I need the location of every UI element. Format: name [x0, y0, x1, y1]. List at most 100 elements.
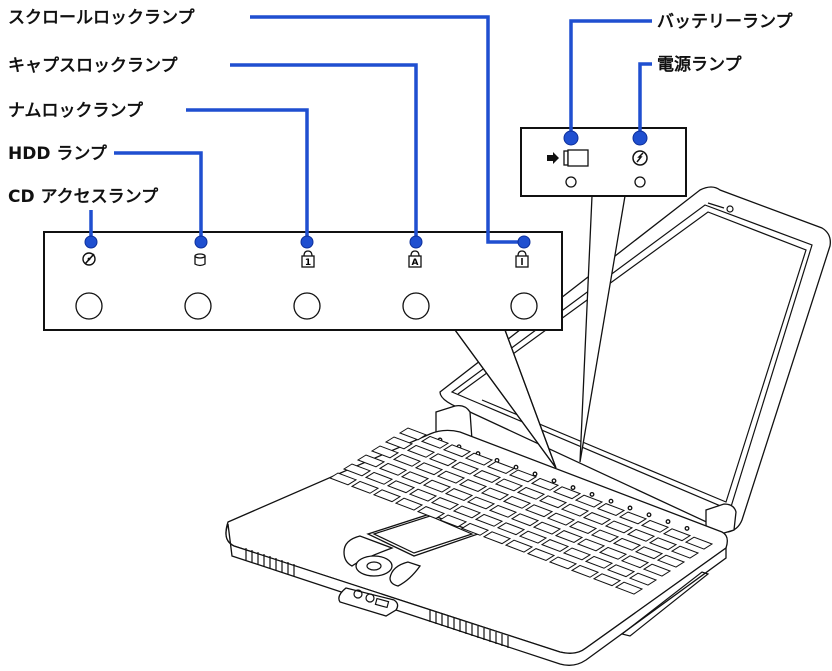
power-lamp [634, 176, 646, 188]
keyboard-key [370, 445, 400, 459]
keyboard-key [466, 496, 496, 510]
keyboard-key [480, 487, 510, 501]
keyboard-key [398, 427, 428, 441]
num-lock-lamp-marker [300, 235, 314, 249]
keyboard-key [494, 478, 524, 492]
hdd-label: HDD ランプ [8, 143, 108, 164]
caps-lock-leader [230, 63, 418, 242]
hdd-lamp [184, 292, 212, 320]
keyboard-key [626, 528, 656, 542]
keyboard-key [642, 563, 672, 577]
caps-lock-lamp-marker [409, 235, 423, 249]
keyboard-key [620, 555, 650, 569]
keyboard-key [442, 444, 472, 458]
keyboard-key [568, 521, 598, 534]
keyboard-key [576, 538, 606, 552]
battery-label: バッテリーランプ [657, 11, 793, 32]
battery-icon [547, 149, 589, 167]
battery-lamp-marker [563, 130, 579, 146]
keyboard-key [472, 470, 502, 483]
hdd-icon [194, 253, 206, 267]
keyboard-key [496, 522, 526, 536]
keyboard-key [486, 461, 516, 474]
keyboard-key [400, 471, 430, 485]
keyboard-key [516, 486, 546, 500]
keyboard-key [662, 528, 692, 542]
cd-icon [82, 252, 96, 266]
keyboard-key [540, 539, 570, 552]
keyboard-key [460, 522, 490, 536]
hdd-lamp-marker [194, 235, 208, 249]
cd-access-label: CD アクセスランプ [8, 186, 159, 207]
keyboard-key [640, 519, 670, 533]
keyboard-key [420, 435, 450, 449]
keyboard-key [464, 452, 494, 466]
keyboard-key [386, 480, 416, 494]
num-lock-leader [186, 108, 309, 242]
keyboard-key [392, 453, 422, 467]
num-lock-lamp [293, 292, 321, 320]
keyboard-key [416, 506, 446, 519]
svg-text:A: A [412, 258, 419, 268]
keyboard-key [350, 480, 380, 494]
keyboard-key [648, 537, 678, 551]
keyboard-key [548, 556, 578, 570]
keyboard-key [530, 477, 560, 491]
keyboard-key [574, 494, 604, 508]
scroll-lock-leader [250, 15, 524, 244]
keyboard-key [474, 513, 504, 527]
keyboard-key [606, 564, 636, 578]
keyboard-key [582, 512, 612, 525]
keyboard-key [438, 514, 468, 528]
keyboard-key [618, 511, 648, 525]
keyboard-key [504, 539, 534, 553]
base-led-row [437, 437, 690, 531]
base-led [684, 525, 690, 531]
scroll-lock-lamp-marker [517, 235, 531, 249]
base-led [551, 478, 557, 484]
keyboard-key [328, 472, 358, 486]
keyboard-key [458, 479, 488, 492]
caps-lock-label: キャプスロックランプ [8, 55, 178, 76]
num-lock-icon: 1 [301, 250, 315, 268]
hdd-leader [114, 151, 203, 242]
keyboard-key [430, 497, 460, 510]
caps-lock-lamp [402, 292, 430, 320]
keyboard-key [590, 529, 620, 543]
keyboard-key [604, 520, 634, 534]
keyboard-key [502, 495, 532, 509]
keyboard-key [670, 545, 700, 559]
keyboard-key [378, 462, 408, 476]
battery-lamp [565, 176, 577, 188]
keyboard-key [482, 531, 512, 545]
keyboard-key [570, 564, 600, 578]
keyboard-key [584, 555, 614, 569]
base-led [627, 505, 633, 511]
keyboard-key [562, 547, 592, 561]
keyboard-key [560, 503, 590, 517]
scroll-lock-label: スクロールロックランプ [8, 7, 195, 28]
laptop-illustration [225, 186, 831, 666]
base-led [589, 491, 595, 497]
keyboard-key [342, 463, 372, 477]
keyboard-key [488, 504, 518, 518]
base-led [646, 512, 652, 518]
keyboard-key [524, 504, 554, 518]
caps-lock-icon: A [408, 250, 422, 268]
cd-lamp [75, 292, 103, 320]
keyboard-key [546, 512, 576, 526]
keyboard-key [372, 489, 402, 503]
keyboard-key [394, 497, 424, 511]
num-lock-label: ナムロックランプ [8, 100, 144, 121]
laptop-screen [450, 204, 813, 511]
power-label: 電源ランプ [657, 54, 742, 75]
keyboard-key [414, 462, 444, 476]
keyboard-key [526, 548, 556, 561]
keyboard-key [436, 470, 466, 484]
keyboard-key [452, 505, 482, 519]
base-led [513, 464, 519, 470]
cd-lamp-marker [84, 235, 98, 249]
battery-leader [569, 19, 652, 138]
